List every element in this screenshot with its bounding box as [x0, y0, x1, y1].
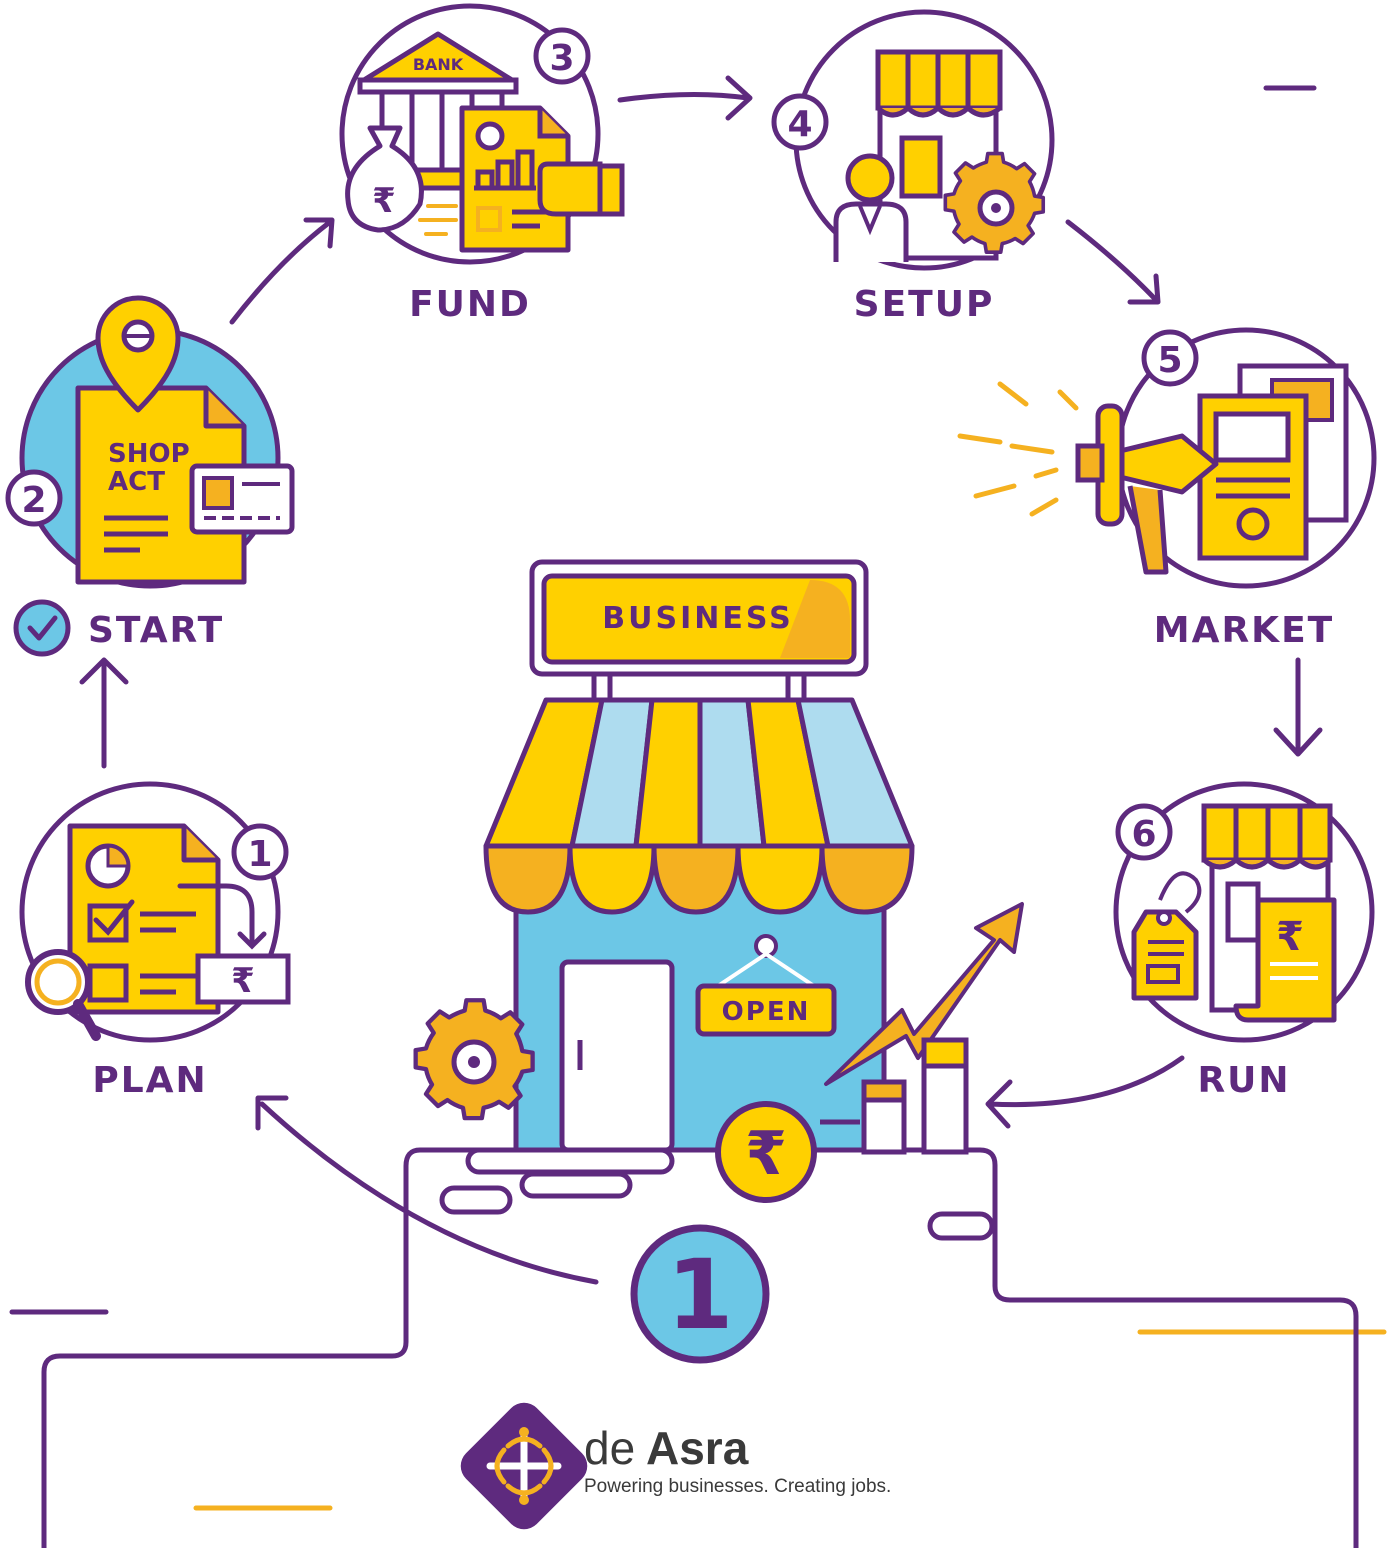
- svg-text:₹: ₹: [372, 181, 396, 221]
- rupee-coin-symbol: ₹: [745, 1119, 787, 1189]
- arrow-market-to-run: [1273, 657, 1323, 757]
- brand-name-light: de: [584, 1422, 635, 1474]
- step-plan-number: 1: [247, 834, 272, 875]
- gear-icon: [413, 998, 535, 1121]
- step-start-label: START: [88, 610, 224, 651]
- step-market-number: 5: [1157, 340, 1182, 381]
- arrow-fund-to-setup: [617, 75, 753, 121]
- shop-act-text-1: SHOP: [108, 439, 190, 469]
- svg-text:₹: ₹: [1276, 914, 1304, 960]
- svg-text:₹: ₹: [231, 961, 255, 1001]
- open-sign-text: OPEN: [722, 997, 811, 1027]
- step-start-number: 2: [21, 480, 46, 521]
- step-market-label: MARKET: [1154, 610, 1334, 651]
- shop-act-text-2: ACT: [108, 467, 165, 497]
- arrow-start-to-fund: [229, 217, 335, 325]
- megaphone-icon: [957, 363, 1349, 575]
- step-run-number: 6: [1131, 814, 1156, 855]
- rupee-coin-icon: ₹: [715, 1101, 817, 1203]
- step-market: 5 MARKET: [957, 327, 1377, 651]
- base-outline: [41, 1147, 1359, 1548]
- brand-block: de Asra Powering businesses. Creating jo…: [460, 1402, 891, 1530]
- step-plan-label: PLAN: [92, 1060, 207, 1101]
- step-start: SHOP ACT 2 START: [5, 295, 295, 657]
- shop-setup-icon: [833, 49, 1003, 262]
- cycle-arrows: [79, 75, 1323, 1285]
- step-setup: 4 SETUP: [771, 9, 1055, 325]
- step-run-label: RUN: [1197, 1060, 1290, 1101]
- arrow-run-to-center: [985, 1055, 1185, 1129]
- business-sign-text: BUSINESS: [602, 601, 793, 636]
- decorative-lines: [9, 85, 1387, 1511]
- center-shop: BUSINESS OPEN: [413, 559, 1024, 1364]
- step-fund: BANK ₹ 3 FUND: [339, 3, 625, 325]
- check-icon: [13, 599, 71, 657]
- bank-fund-icon: BANK ₹: [345, 31, 625, 253]
- big-step-number: 1: [667, 1239, 734, 1351]
- growth-arrow-icon: [824, 902, 1024, 1086]
- brand-name-bold: Asra: [646, 1422, 749, 1474]
- step-plan: ₹ 1 PLAN: [19, 781, 291, 1101]
- step-setup-number: 4: [787, 104, 812, 145]
- step-run: ₹ 6 RUN: [1113, 781, 1375, 1101]
- step-setup-label: SETUP: [854, 284, 995, 325]
- brand-tagline: Powering businesses. Creating jobs.: [584, 1476, 891, 1497]
- arrow-setup-to-market: [1065, 219, 1161, 305]
- gear-icon: [943, 151, 1046, 254]
- shop-receipt-icon: ₹: [1131, 803, 1337, 1023]
- plan-document-icon: ₹: [25, 823, 291, 1041]
- shop-act-license-icon: SHOP ACT: [75, 295, 295, 585]
- bank-text: BANK: [413, 55, 464, 74]
- step-fund-number: 3: [549, 38, 574, 79]
- step-fund-label: FUND: [409, 284, 531, 325]
- arrow-plan-to-start: [79, 657, 129, 769]
- deasra-logo-icon: [460, 1402, 588, 1530]
- arrow-center-to-plan: [255, 1095, 599, 1285]
